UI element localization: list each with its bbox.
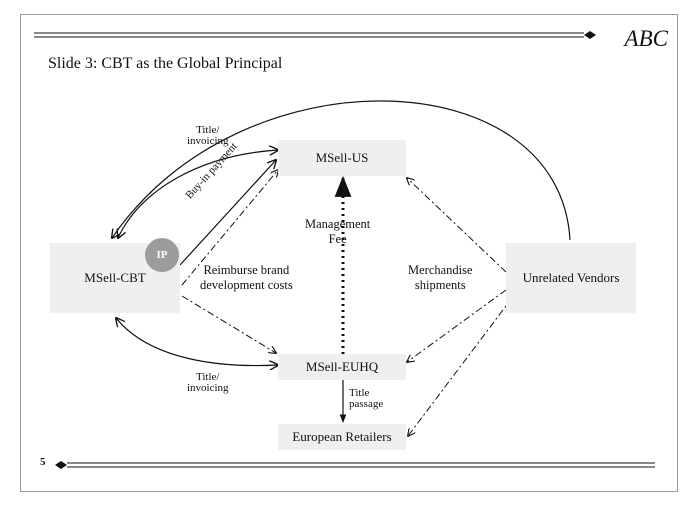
node-european-retailers: European Retailers: [278, 424, 406, 450]
arrow-reimburse-euhq: [181, 295, 276, 353]
label-title-invoicing-bottom: Title/ invoicing: [187, 372, 229, 394]
node-msell-euhq-label: MSell-EUHQ: [305, 359, 379, 374]
node-european-retailers-label: European Retailers: [292, 429, 392, 444]
node-unrelated-vendors-label: Unrelated Vendors: [522, 270, 620, 285]
label-line: shipments: [414, 278, 466, 292]
node-msell-us: MSell-US: [278, 140, 406, 176]
node-msell-cbt: MSell-CBT: [50, 243, 180, 313]
label-line: invoicing: [187, 135, 229, 147]
label-line: Reimburse brand: [203, 263, 290, 277]
label-line: Title: [349, 387, 370, 399]
label-line: Title/: [196, 124, 220, 136]
label-line: Merchandise: [408, 263, 473, 277]
arrow-vendors-euhq: [407, 289, 507, 362]
label-merchandise: Merchandise shipments: [408, 263, 473, 293]
arrow-buy-in-payment: [179, 160, 276, 266]
label-line: passage: [349, 398, 384, 410]
label-line: Fee: [328, 232, 347, 246]
node-msell-us-label: MSell-US: [315, 150, 369, 165]
arrow-vendors-us: [407, 178, 507, 273]
slide-title: Slide 3: CBT as the Global Principal: [48, 55, 283, 72]
label-title-invoicing-top: Title/ invoicing: [187, 125, 229, 147]
ip-badge: IP: [145, 238, 179, 272]
label-line: Management: [305, 217, 371, 231]
label-management-fee: Management Fee: [305, 217, 370, 247]
brand-logo: ABC: [624, 26, 668, 51]
arrow-cbt-euhq-title: [116, 318, 278, 366]
label-line: invoicing: [187, 382, 229, 394]
node-msell-euhq: MSell-EUHQ: [278, 354, 406, 380]
arrow-cbt-us-title: [118, 150, 278, 238]
label-line: development costs: [200, 278, 293, 292]
arrow-cbt-us-dashdot: [181, 170, 278, 286]
footer-rule: [55, 461, 655, 469]
page-number: 5: [40, 456, 46, 468]
header-rule: [34, 31, 596, 39]
label-title-passage: Title passage: [349, 388, 383, 410]
label-line: Title/: [196, 371, 220, 383]
arrow-vendors-retailers: [408, 297, 513, 436]
label-reimburse: Reimburse brand development costs: [200, 263, 293, 293]
node-msell-cbt-label: MSell-CBT: [84, 270, 146, 285]
node-unrelated-vendors: Unrelated Vendors: [506, 243, 636, 313]
